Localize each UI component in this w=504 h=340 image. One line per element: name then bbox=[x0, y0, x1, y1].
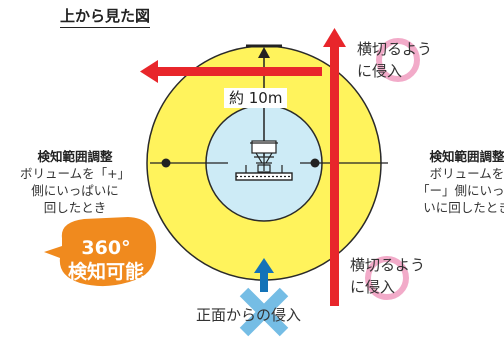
badge-degrees: 360° bbox=[81, 237, 131, 259]
horizontal-crossing-arrowhead bbox=[140, 60, 158, 83]
right-note-line: ボリュームを bbox=[429, 166, 504, 181]
left-range-note: 検知範囲調整 ボリュームを「+」 側にいっぱいに 回したとき bbox=[2, 148, 148, 216]
crossing-bottom-ring bbox=[365, 256, 409, 300]
right-range-dot bbox=[310, 158, 320, 168]
crossing-top-label: 横切るよう に侵入 bbox=[357, 38, 432, 82]
crossing-top-ring bbox=[376, 38, 420, 82]
left-note-heading: 検知範囲調整 bbox=[37, 149, 113, 164]
left-note-line: 側にいっぱいに bbox=[31, 183, 119, 198]
front-intrusion-label: 正面からの侵入 bbox=[196, 306, 302, 324]
right-note-heading: 検知範囲調整 bbox=[429, 149, 504, 164]
badge-caption: 検知可能 bbox=[67, 261, 144, 283]
horizontal-crossing-arrow bbox=[152, 67, 322, 76]
sensor-device-icon bbox=[235, 140, 293, 181]
crossing-top-line: 横切るよう bbox=[357, 40, 433, 58]
vertical-crossing-arrow bbox=[330, 44, 339, 306]
not-detected-cross-icon bbox=[239, 287, 289, 337]
left-range-dot bbox=[161, 158, 171, 168]
frontal-approach-arrowhead bbox=[254, 258, 274, 273]
left-note-line: 回したとき bbox=[43, 200, 107, 215]
left-note-line: ボリュームを「+」 bbox=[19, 166, 131, 181]
right-range-note: 検知範囲調整 ボリュームを 「ー」側にいっぱ いに回したとき bbox=[392, 148, 504, 216]
vertical-crossing-arrowhead bbox=[323, 28, 346, 47]
frontal-approach-arrow bbox=[260, 270, 268, 292]
crossing-top-line: に侵入 bbox=[357, 62, 403, 80]
distance-label: 約 10m bbox=[224, 88, 288, 108]
right-note-line: いに回したとき bbox=[423, 200, 504, 215]
badge-text: 360° 検知可能 bbox=[63, 236, 149, 284]
crossing-bottom-label: 横切るよう に侵入 bbox=[350, 254, 425, 298]
right-note-line: 「ー」側にいっぱ bbox=[416, 183, 504, 198]
crossing-bottom-line: に侵入 bbox=[350, 278, 396, 296]
radius-arrowhead bbox=[258, 47, 270, 58]
crossing-bottom-line: 横切るよう bbox=[350, 256, 426, 274]
diagram-title: 上から見た図 bbox=[60, 8, 151, 28]
detect-360-badge bbox=[44, 217, 157, 287]
